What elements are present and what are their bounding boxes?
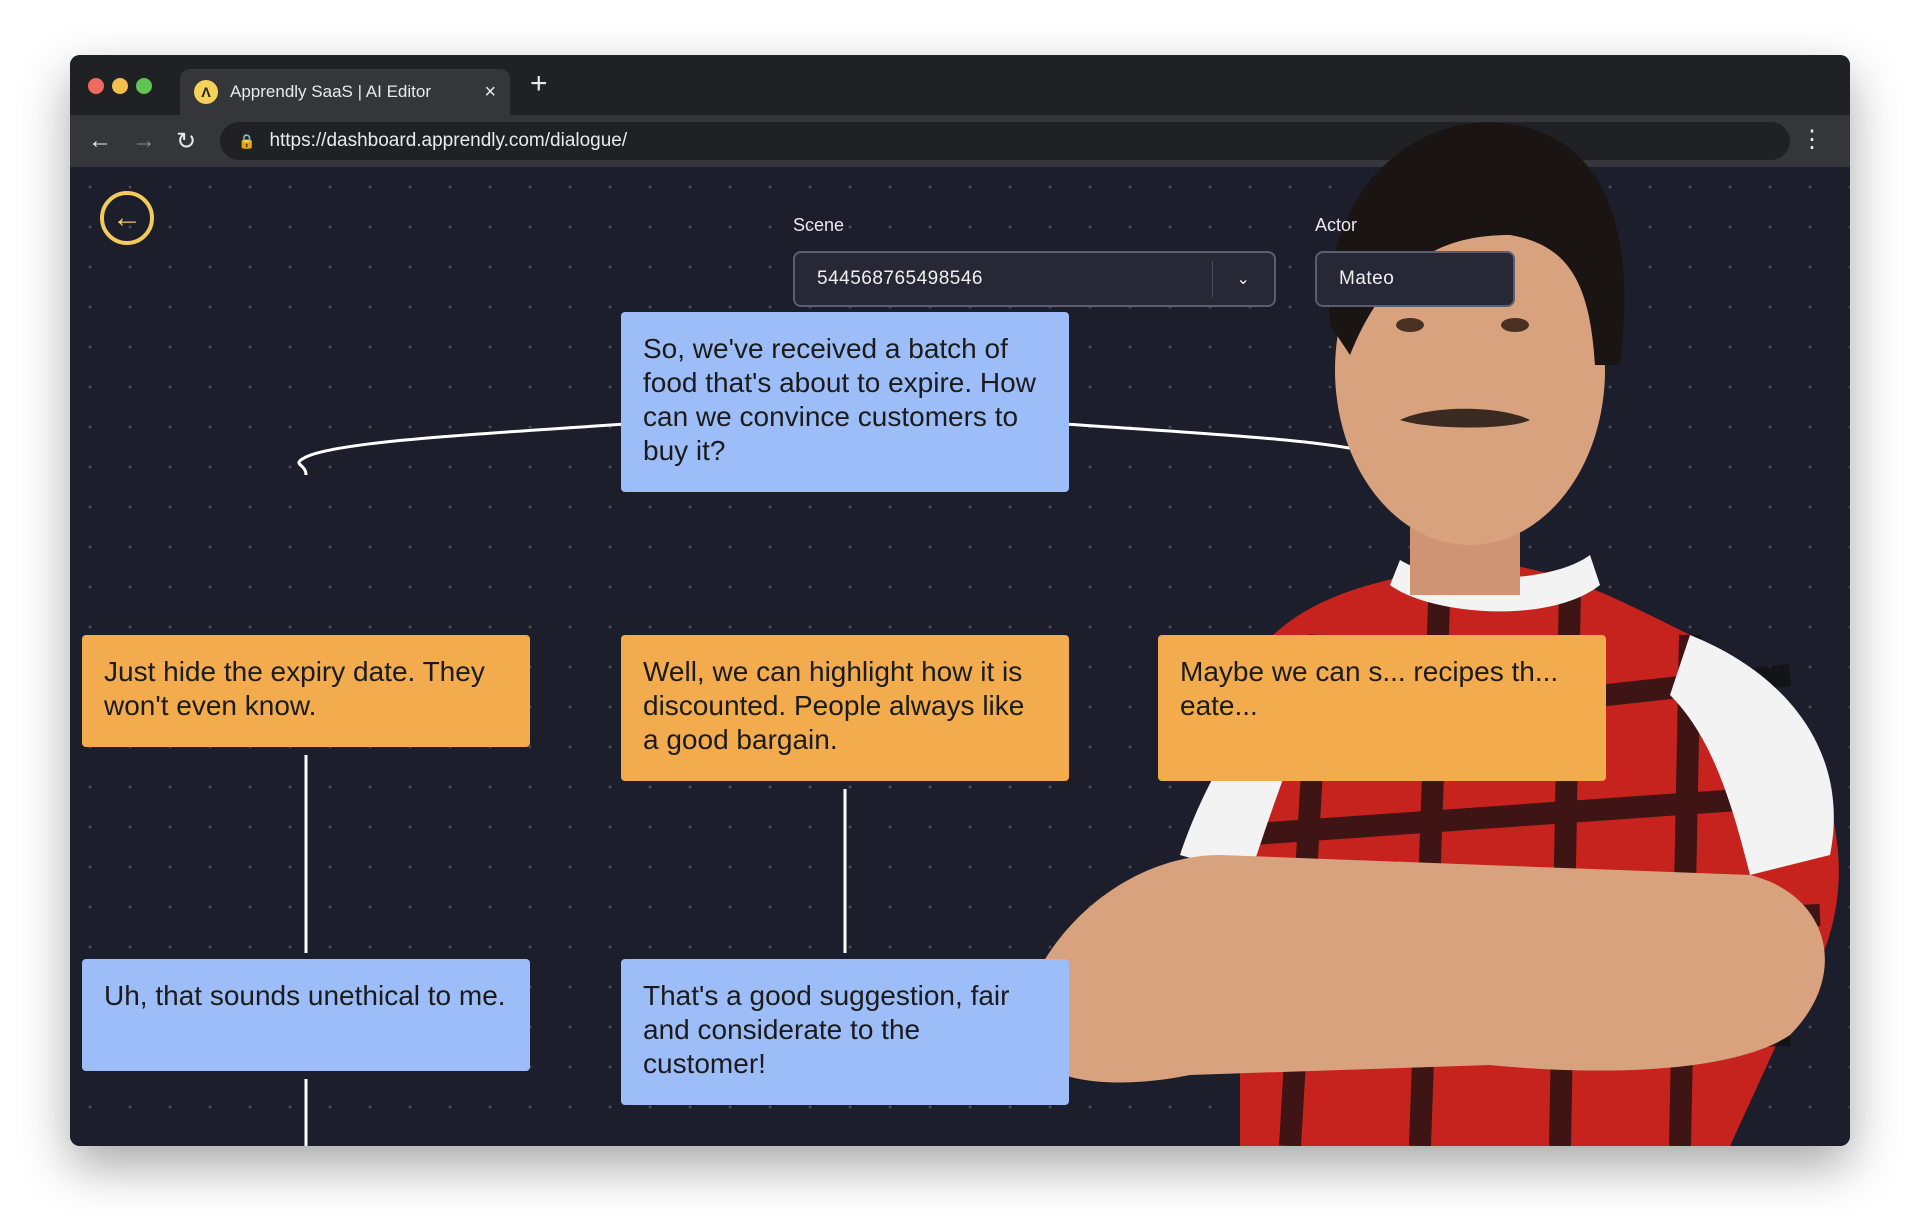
browser-tab[interactable]: Λ Apprendly SaaS | AI Editor × [180,69,510,115]
dialogue-node-root[interactable]: So, we've received a batch of food that'… [621,312,1069,492]
actor-select[interactable]: Mateo [1315,251,1515,307]
dialogue-node-option-left[interactable]: Just hide the expiry date. They won't ev… [82,635,530,747]
scene-value: 544568765498546 [817,268,984,289]
menu-kebab-icon[interactable]: ⋮ [1800,126,1824,153]
scene-label: Scene [793,215,845,235]
minimize-window-button[interactable] [112,78,128,94]
dialogue-node-option-middle[interactable]: Well, we can highlight how it is discoun… [621,635,1069,781]
new-tab-button[interactable]: + [530,67,548,100]
forward-arrow-icon[interactable]: → [132,127,156,154]
apprendly-logo-icon: Λ [194,80,218,104]
address-bar-row: ← → ↻ 🔒 https://dashboard.apprendly.com/… [70,115,1850,167]
back-arrow-icon[interactable]: ← [88,127,112,154]
chevron-down-icon: ⌄ [1212,261,1274,297]
close-window-button[interactable] [88,78,104,94]
back-button[interactable]: ← [100,191,154,245]
url-text: https://dashboard.apprendly.com/dialogue… [269,130,628,151]
crossed-arms [1019,855,1825,1083]
tab-title: Apprendly SaaS | AI Editor [230,82,431,101]
arrow-left-icon: ← [112,201,142,234]
close-tab-icon[interactable]: × [484,80,496,103]
hair [1329,122,1625,365]
lock-icon: 🔒 [238,132,256,149]
dialogue-node-reply-left[interactable]: Uh, that sounds unethical to me. [82,959,530,1071]
dialogue-node-reply-middle[interactable]: That's a good suggestion, fair and consi… [621,959,1069,1105]
maximize-window-button[interactable] [136,78,152,94]
actor-value: Mateo [1339,268,1395,289]
tab-bar: Λ Apprendly SaaS | AI Editor × + [70,55,1850,115]
dialogue-node-option-right[interactable]: Maybe we can s... recipes th... eate... [1158,635,1606,781]
reload-icon[interactable]: ↻ [176,128,197,155]
actor-label: Actor [1315,215,1358,235]
scene-select[interactable]: 544568765498546 ⌄ [793,251,1276,307]
